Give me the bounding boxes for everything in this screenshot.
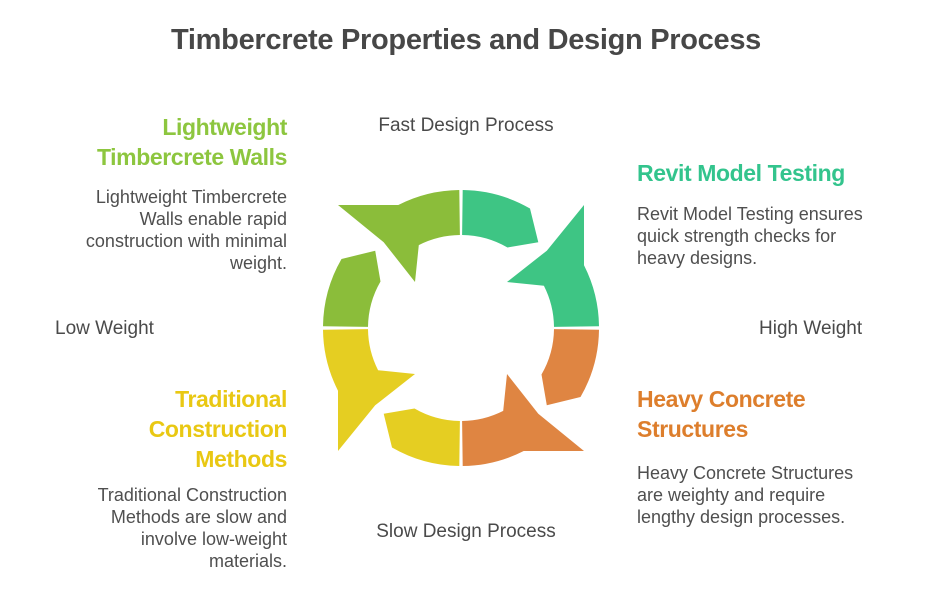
axis-label-slow-design: Slow Design Process <box>376 521 556 542</box>
quadrant-bottom-right: Heavy Concrete Structures Heavy Concrete… <box>637 384 893 528</box>
cycle-segment-arrowhead-bottom-left <box>323 329 415 451</box>
cycle-segment-tail-bottom-right <box>541 329 599 406</box>
quadrant-heading-bottom-right: Heavy Concrete Structures <box>637 386 806 442</box>
cycle-segment-tail-top-left <box>323 250 381 327</box>
quadrant-heading-top-left: Lightweight Timbercrete Walls <box>96 114 287 170</box>
quadrant-top-left: Lightweight Timbercrete Walls Lightweigh… <box>55 112 287 274</box>
axis-label-low-weight: Low Weight <box>55 318 154 339</box>
cycle-diagram <box>323 190 599 466</box>
quadrant-body-bottom-right: Heavy Concrete Structures are weighty an… <box>637 463 854 527</box>
cycle-segment-arrowhead-top-left <box>338 190 460 282</box>
axis-label-high-weight: High Weight <box>759 318 863 339</box>
quadrant-top-right: Revit Model Testing Revit Model Testing … <box>637 158 893 269</box>
cycle-segment-arrowhead-bottom-right <box>462 374 584 466</box>
quadrant-body-top-right: Revit Model Testing ensures quick streng… <box>637 204 863 268</box>
cycle-segment-arrowhead-top-right <box>507 205 599 327</box>
quadrant-body-bottom-left: Traditional Construction Methods are slo… <box>97 485 287 571</box>
quadrant-heading-bottom-left: Traditional Construction Methods <box>148 386 288 472</box>
cycle-segment-tail-bottom-left <box>383 408 460 466</box>
axis-label-fast-design: Fast Design Process <box>378 115 554 136</box>
quadrant-heading-top-right: Revit Model Testing <box>637 160 845 186</box>
quadrant-bottom-left: Traditional Construction Methods Traditi… <box>55 384 288 572</box>
quadrant-body-top-left: Lightweight Timbercrete Walls enable rap… <box>85 187 287 273</box>
cycle-segment-tail-top-right <box>462 190 539 248</box>
page-title: Timbercrete Properties and Design Proces… <box>171 24 761 56</box>
